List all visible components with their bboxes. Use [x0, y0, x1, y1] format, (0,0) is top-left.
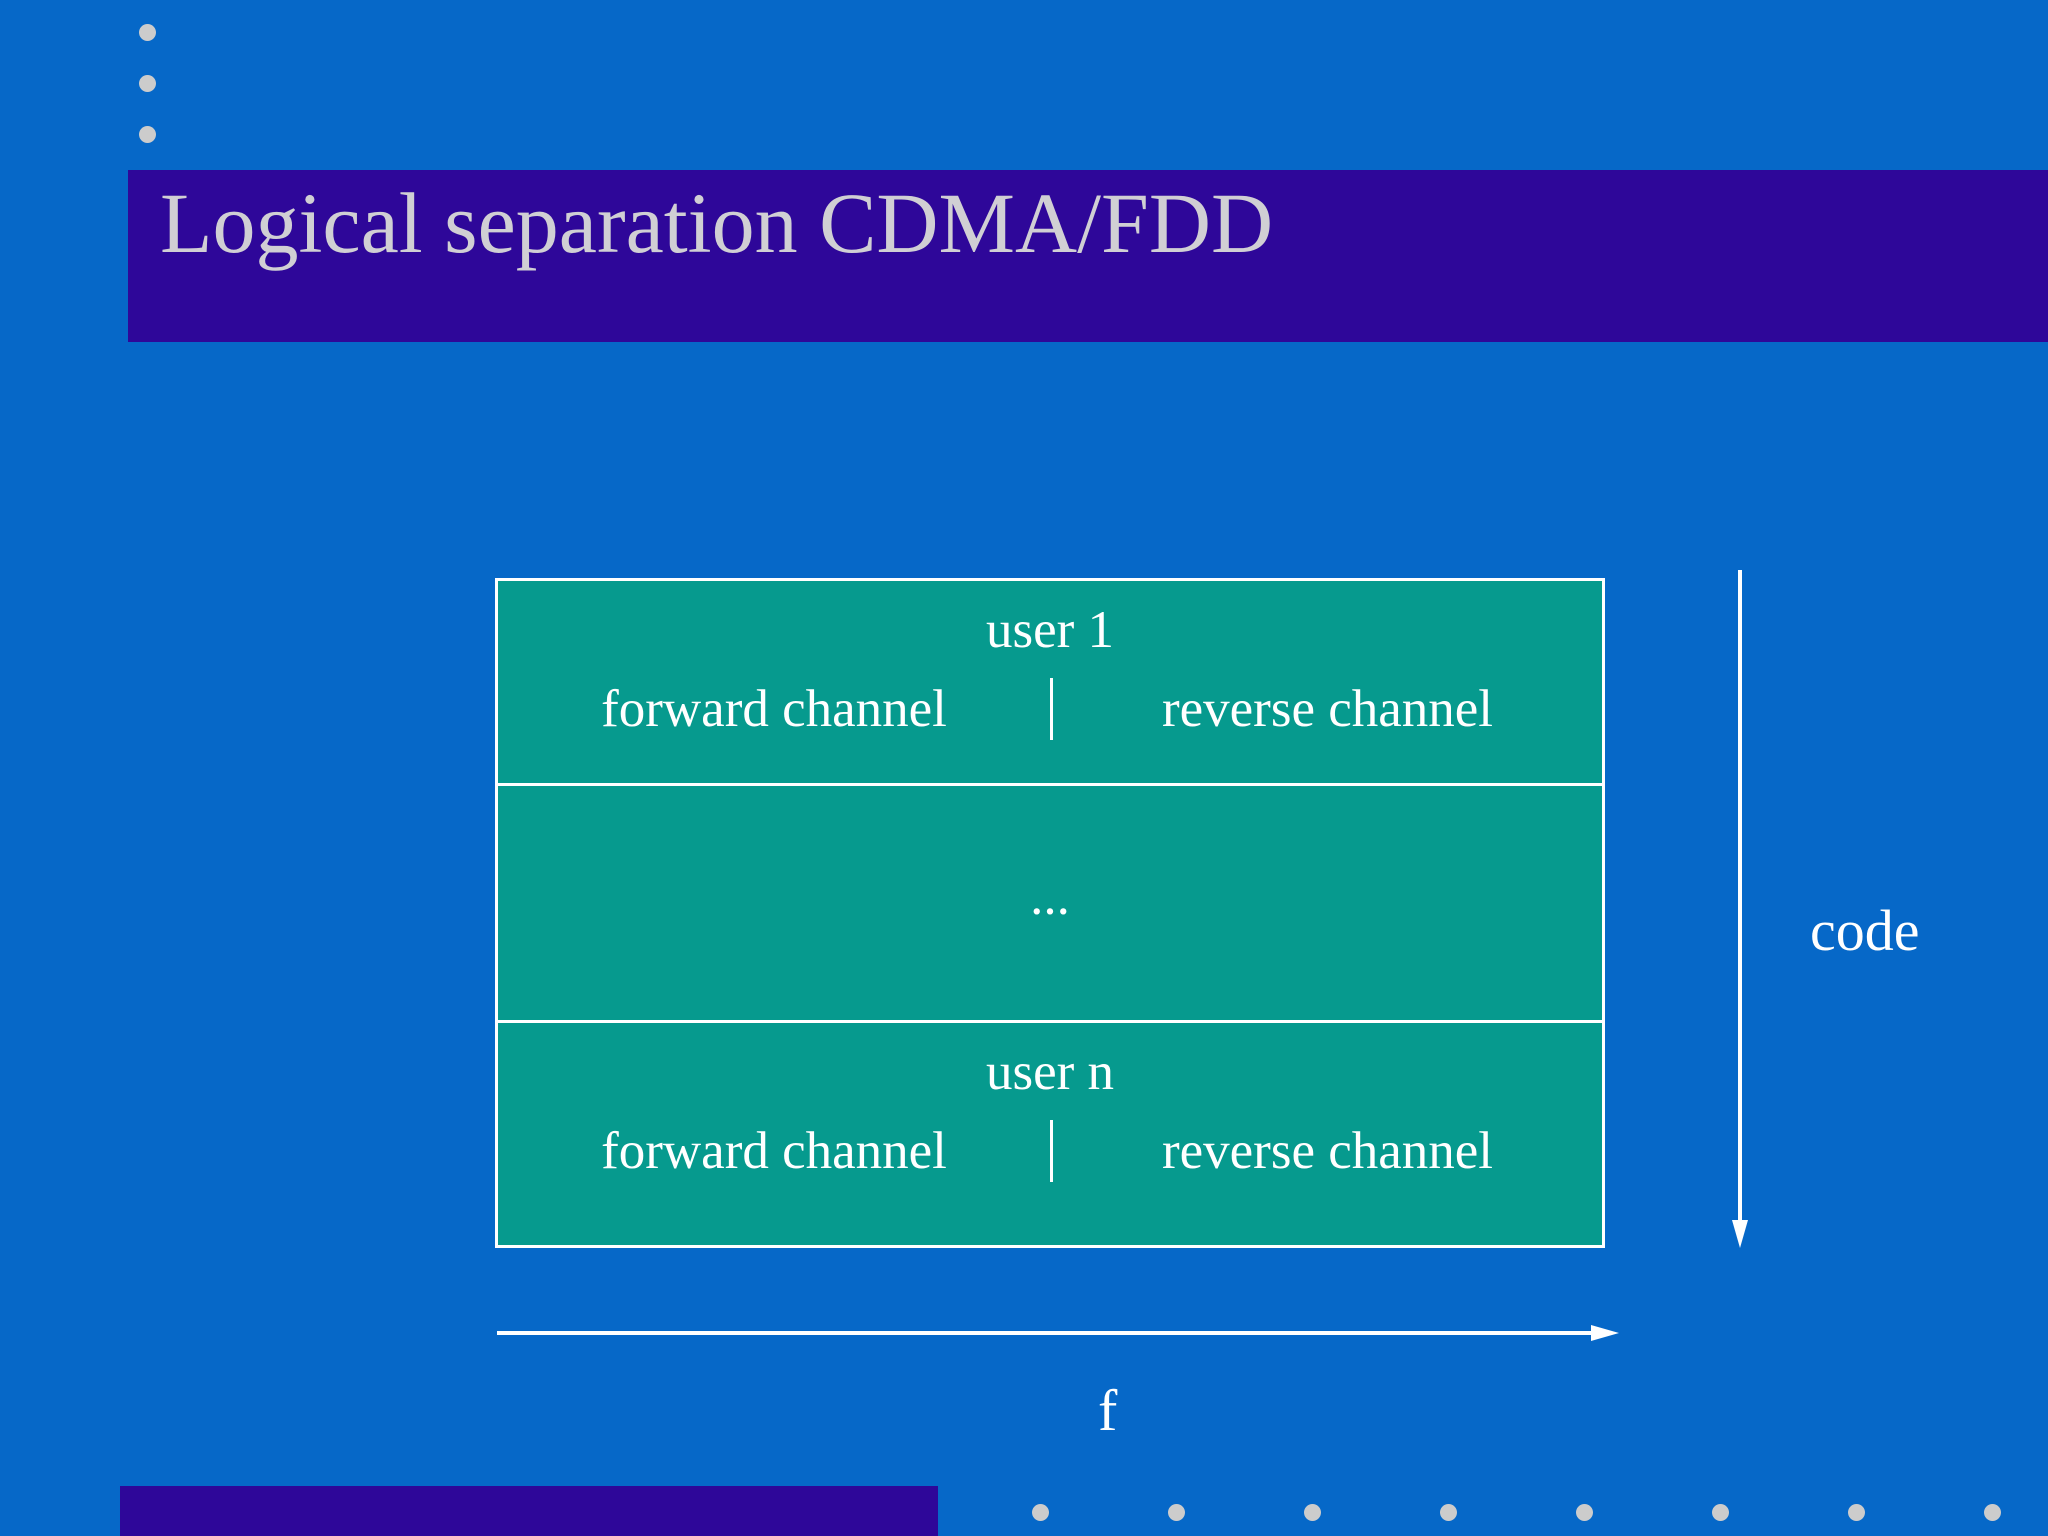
decorative-dot-icon	[139, 75, 156, 92]
diagram-row-user-n: user n forward channel reverse channel	[498, 1023, 1602, 1245]
cdma-fdd-diagram: user 1 forward channel reverse channel .…	[495, 578, 1605, 1248]
frequency-axis-label: f	[1098, 1378, 1118, 1443]
decorative-dot-icon	[1440, 1504, 1457, 1521]
decorative-dot-icon	[139, 24, 156, 41]
decorative-dot-icon	[1984, 1504, 2001, 1521]
decorative-dot-icon	[1712, 1504, 1729, 1521]
user-1-channels: forward channel reverse channel	[498, 678, 1602, 740]
code-axis-label: code	[1810, 898, 1920, 963]
user-n-forward-channel: forward channel	[601, 1122, 947, 1180]
footer-bar	[120, 1486, 938, 1536]
ellipsis-label: ...	[1030, 868, 1070, 926]
code-axis-arrow-icon	[1732, 570, 1748, 1250]
decorative-dot-icon	[1848, 1504, 1865, 1521]
user-1-label: user 1	[985, 601, 1115, 659]
frequency-axis-shaft	[497, 1331, 1595, 1335]
user-n-reverse-channel: reverse channel	[1050, 1120, 1602, 1182]
user-1-reverse-channel: reverse channel	[1050, 678, 1602, 740]
frequency-axis-arrow-icon	[497, 1325, 1619, 1341]
code-axis-arrowhead	[1732, 1220, 1748, 1248]
user-n-label: user n	[985, 1043, 1115, 1101]
decorative-dot-icon	[139, 126, 156, 143]
decorative-dot-icon	[1304, 1504, 1321, 1521]
diagram-row-user-1: user 1 forward channel reverse channel	[498, 581, 1602, 783]
title-band	[128, 170, 2048, 342]
decorative-dot-icon	[1576, 1504, 1593, 1521]
page-title: Logical separation CDMA/FDD	[160, 175, 1274, 271]
user-1-forward-channel: forward channel	[601, 680, 947, 738]
code-axis-shaft	[1738, 570, 1742, 1226]
user-n-channels: forward channel reverse channel	[498, 1120, 1602, 1182]
diagram-row-ellipsis: ...	[498, 783, 1602, 1023]
decorative-dot-icon	[1032, 1504, 1049, 1521]
decorative-dot-icon	[1168, 1504, 1185, 1521]
frequency-axis-arrowhead	[1591, 1325, 1619, 1341]
